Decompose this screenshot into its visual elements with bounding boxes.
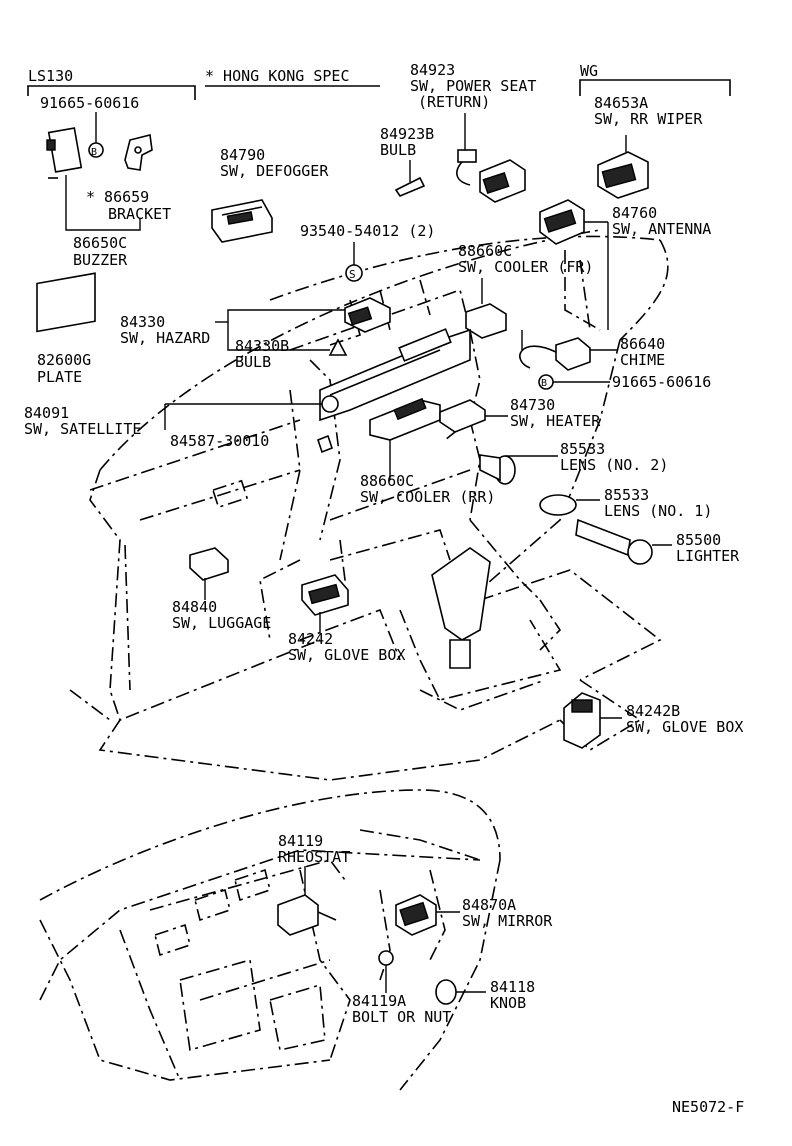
part-name-luggage: SW, LUGGAGE — [172, 614, 271, 632]
heater-switch-part — [439, 399, 508, 433]
dashboard-outline — [69, 229, 669, 781]
part-number-88660c-fr: 88660C — [458, 242, 512, 260]
part-name-plate: PLATE — [37, 368, 82, 386]
bulb-84330b-part — [328, 338, 348, 356]
part-number-84760: 84760 — [612, 204, 657, 222]
satellite-switch-panel — [164, 328, 471, 430]
part-number-84118: 84118 — [490, 978, 535, 996]
screw-b-top: B — [88, 142, 104, 158]
chime-part — [519, 337, 618, 371]
part-name-hazard: SW, HAZARD — [120, 329, 210, 347]
part-name-antenna: SW, ANTENNA — [612, 220, 711, 238]
part-number-84330b: 84330B — [235, 337, 289, 355]
part-number-86650c: 86650C — [73, 234, 127, 252]
part-name-glove-box: SW, GLOVE BOX — [288, 646, 405, 664]
s-marker: S — [349, 268, 356, 281]
part-number-84330: 84330 — [120, 313, 165, 331]
part-name-rr-wiper: SW, RR WIPER — [594, 110, 703, 128]
labels: LS130 * HONG KONG SPEC WG 91665-60616 * … — [24, 61, 744, 1116]
part-number-85533-lens2: 85533 — [560, 440, 605, 458]
part-number-84119a: 84119A — [352, 992, 406, 1010]
part-number-84242: 84242 — [288, 630, 333, 648]
part-name-satellite: SW, SATELLITE — [24, 420, 141, 438]
part-name-cooler-rr: SW, COOLER (RR) — [360, 488, 495, 506]
part-name-defogger: SW, DEFOGGER — [220, 162, 329, 180]
part-name-cooler-fr: SW, COOLER (FR) — [458, 258, 593, 276]
defogger-switch-part — [211, 199, 273, 243]
part-number-84870a: 84870A — [462, 896, 516, 914]
group-brackets — [27, 79, 731, 100]
part-name-bracket: BRACKET — [108, 205, 171, 223]
part-number-86640: 86640 — [620, 335, 665, 353]
lens-no1-part — [539, 494, 600, 516]
lighter-part — [575, 518, 672, 565]
cooler-rr-switch-part — [369, 397, 441, 480]
cooler-fr-switch-part — [465, 278, 507, 339]
part-name-power-seat: SW, POWER SEAT — [410, 77, 536, 95]
glove-box-switch-part — [301, 574, 349, 632]
part-number-84840: 84840 — [172, 598, 217, 616]
knob-part — [435, 979, 486, 1005]
hazard-switch-part — [344, 297, 391, 333]
part-name-bulb-84923b: BULB — [380, 141, 416, 159]
part-name-glove-box-b: SW, GLOVE BOX — [626, 718, 743, 736]
rheostat-part — [277, 866, 337, 936]
screw-b-mid: B — [538, 374, 610, 390]
part-number-84790: 84790 — [220, 146, 265, 164]
part-name-heater: SW, HEATER — [510, 412, 601, 430]
shift-lever — [431, 547, 491, 669]
part-number-91665-top: 91665-60616 — [40, 94, 139, 112]
part-name-lighter: LIGHTER — [676, 547, 740, 565]
part-number-84923b: 84923B — [380, 125, 434, 143]
buzzer-part — [46, 127, 83, 179]
antenna-switch-part — [539, 199, 608, 245]
part-name-chime: CHIME — [620, 351, 665, 369]
part-name-lens1: LENS (NO. 1) — [604, 502, 712, 520]
part-number-86659: * 86659 — [86, 188, 149, 206]
footer-code: NE5072-F — [672, 1098, 744, 1116]
glove-box-switch-b-part — [563, 692, 622, 749]
lower-panel-outline — [39, 789, 501, 1091]
bulb-84923b-part — [394, 160, 426, 197]
label-ls130: LS130 — [28, 67, 73, 85]
part-number-84242b: 84242B — [626, 702, 680, 720]
label-wg: WG — [580, 62, 598, 80]
bracket-part — [124, 134, 153, 171]
clip-84587-part — [317, 434, 333, 454]
part-name-lens2: LENS (NO. 2) — [560, 456, 668, 474]
b-marker-top: B — [91, 147, 97, 158]
part-number-85533-lens1: 85533 — [604, 486, 649, 504]
part-name-knob: KNOB — [490, 994, 526, 1012]
mirror-switch-part — [395, 894, 460, 936]
screw-s: S — [345, 242, 363, 282]
part-number-84923: 84923 — [410, 61, 455, 79]
part-name-buzzer: BUZZER — [73, 251, 128, 269]
lens-no2-part — [479, 454, 558, 485]
part-number-84091: 84091 — [24, 404, 69, 422]
part-number-84653a: 84653A — [594, 94, 648, 112]
part-number-84587: 84587-30010 — [170, 432, 269, 450]
bolt-part — [378, 950, 394, 993]
part-number-88660c-rr: 88660C — [360, 472, 414, 490]
part-name-bolt-or-nut: BOLT OR NUT — [352, 1008, 451, 1026]
part-sub-return: (RETURN) — [418, 93, 490, 111]
luggage-switch-part — [189, 547, 229, 600]
part-name-rheostat: RHEOSTAT — [278, 848, 350, 866]
part-name-mirror: SW, MIRROR — [462, 912, 553, 930]
part-number-91665-mid: 91665-60616 — [612, 373, 711, 391]
power-seat-switch-part — [456, 113, 526, 203]
part-number-84119: 84119 — [278, 832, 323, 850]
part-number-85500: 85500 — [676, 531, 721, 549]
part-name-bulb-84330b: BULB — [235, 353, 271, 371]
b-marker-mid: B — [541, 378, 547, 389]
rear-wiper-switch-part — [597, 135, 649, 199]
label-hong-kong-spec: * HONG KONG SPEC — [205, 67, 350, 85]
part-number-93540: 93540-54012 (2) — [300, 222, 435, 240]
plate-part — [36, 272, 96, 333]
part-number-84730: 84730 — [510, 396, 555, 414]
part-number-82600g: 82600G — [37, 351, 91, 369]
